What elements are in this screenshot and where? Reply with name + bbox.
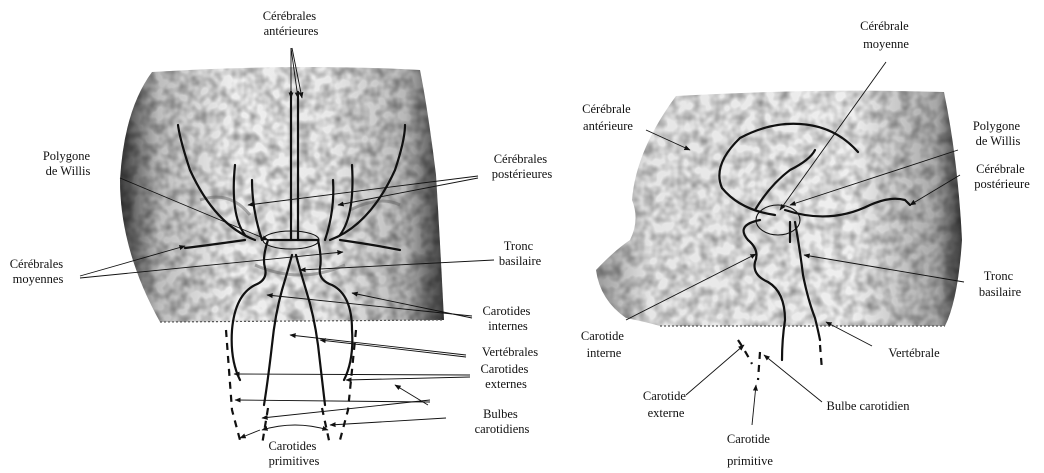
front-head-render — [120, 67, 444, 322]
label-vertebrale: Vertébrale — [888, 346, 940, 360]
label-bulbes-carotidiens: Bulbes carotidiens — [475, 407, 530, 436]
label-tronc-basilaire-side: Tronc basilaire — [979, 269, 1022, 299]
label-cerebrale-anterieure: Cérébrale antérieure — [582, 102, 634, 133]
label-cerebrales-anterieures: Cérébrales antérieures — [263, 9, 320, 38]
label-cerebrale-moyenne: Cérébrale moyenne — [860, 19, 912, 51]
label-polygone-willis-front: Polygone de Willis — [43, 149, 93, 178]
label-polygone-willis-side: Polygone de Willis — [973, 119, 1023, 148]
label-carotide-externe: Carotide externe — [643, 389, 689, 420]
label-cerebrales-moyennes: Cérébrales moyennes — [10, 257, 67, 286]
label-vertebrales: Vertébrales — [482, 345, 538, 359]
side-head-render — [596, 91, 962, 326]
label-carotides-internes: Carotides internes — [482, 304, 533, 333]
front-view: Cérébrales antérieures Polygone de Willi… — [10, 9, 553, 468]
label-carotides-externes: Carotides externes — [480, 362, 531, 391]
label-tronc-basilaire-front: Tronc basilaire — [499, 239, 542, 268]
label-cerebrales-posterieures: Cérébrales postérieures — [492, 152, 553, 181]
label-cerebrale-posterieure: Cérébrale postérieure — [974, 162, 1030, 191]
label-carotide-interne: Carotide interne — [581, 329, 627, 360]
label-carotide-primitive: Carotide primitive — [727, 432, 773, 468]
label-bulbe-carotidien: Bulbe carotidien — [827, 399, 911, 413]
label-carotides-primitives: Carotides primitives — [268, 439, 319, 468]
side-view: Cérébrale moyenne Polygone de Willis Cér… — [581, 19, 1030, 468]
